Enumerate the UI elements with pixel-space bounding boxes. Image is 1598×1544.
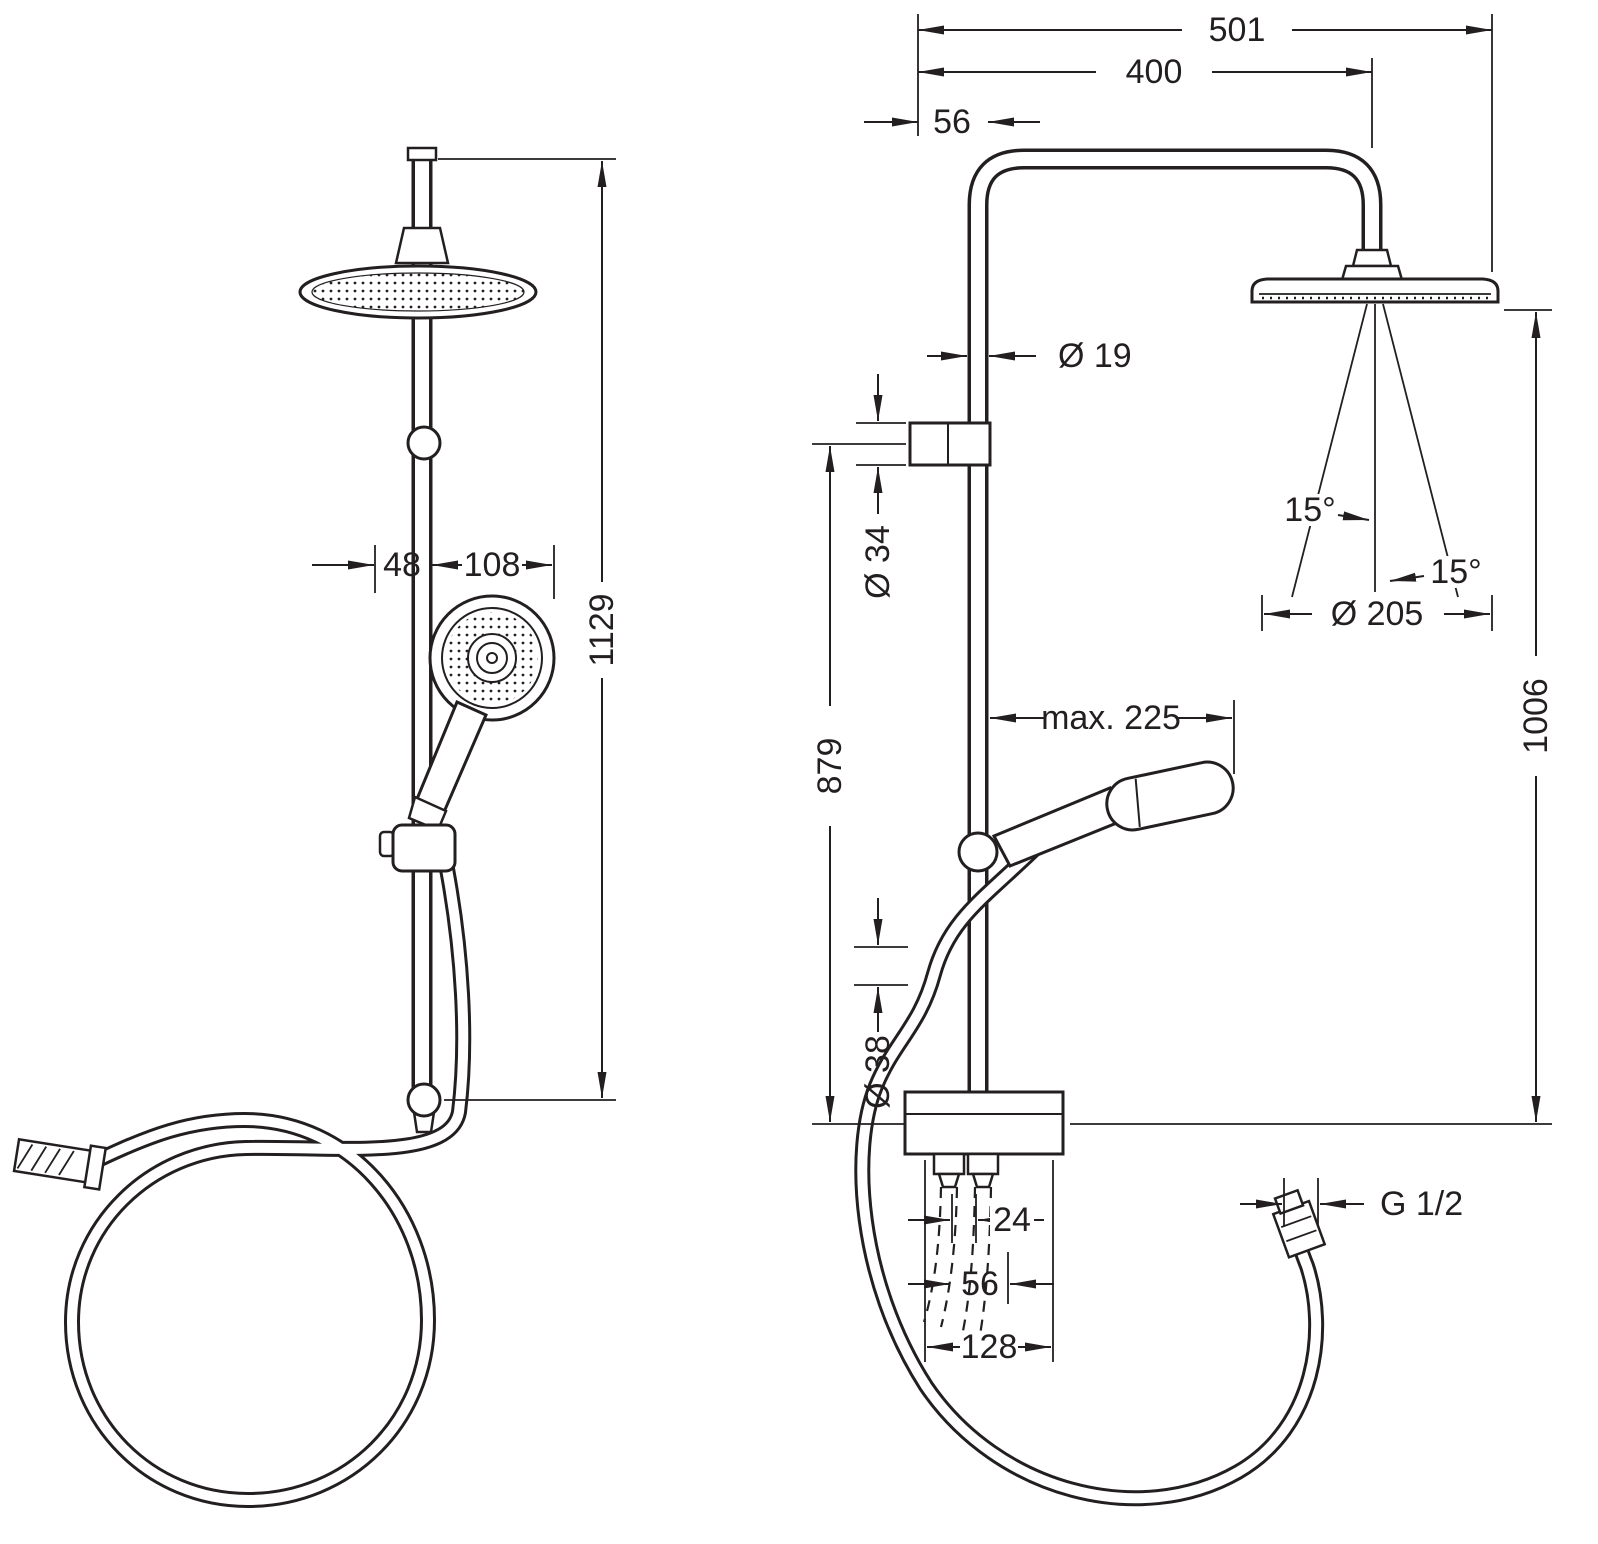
dim-24-label: 24 (993, 1201, 1031, 1239)
upper-joint-front (406, 425, 442, 461)
hand-shower-holder-front (378, 823, 457, 873)
hose-end-fitting-front (12, 1137, 108, 1191)
dim-d34: Ø 34 (856, 374, 906, 599)
dim-48-label: 48 (383, 546, 421, 584)
dim-879-label: 879 (811, 738, 849, 795)
dim-1006: 1006 (1070, 309, 1555, 1125)
dim-g12-label: G 1/2 (1380, 1185, 1463, 1223)
lower-joint-front (406, 1082, 442, 1134)
dim-max-225-label: max. 225 (1041, 699, 1181, 737)
hidden-hose-lines (922, 1186, 993, 1336)
head-cone-nut-front (394, 226, 450, 265)
hand-shower-side (957, 760, 1235, 873)
dim-48-108: 48 108 (312, 545, 555, 599)
dim-400-label: 400 (1126, 53, 1183, 91)
dim-15-left-label: 15° (1284, 491, 1335, 529)
dim-d205: Ø 205 (1261, 595, 1493, 633)
hand-shower-handle-side (991, 786, 1126, 868)
dim-d19-label: Ø 19 (1058, 337, 1132, 375)
dim-d38: Ø 38 (854, 898, 908, 1109)
head-nut-side (1351, 248, 1393, 268)
dim-24: 24 (908, 1194, 1044, 1243)
dim-400: 400 (918, 53, 1373, 148)
hand-shower-head-side (1105, 760, 1235, 832)
holder-joint-side (957, 831, 999, 873)
dim-15-right-label: 15° (1430, 553, 1481, 591)
front-view: 1129 48 108 (12, 146, 621, 1509)
spray-angle-lines (1291, 303, 1459, 598)
dim-d205-label: Ø 205 (1331, 595, 1424, 633)
side-view: 501 400 56 Ø 19 Ø 34 (811, 11, 1555, 1507)
dim-501-label: 501 (1209, 11, 1266, 49)
overhead-shower-side (1250, 248, 1500, 304)
pipe-top-cap (406, 146, 438, 162)
hand-shower-front (407, 594, 556, 832)
dim-108-label: 108 (464, 546, 521, 584)
dim-1129: 1129 (438, 158, 621, 1101)
dim-angle-right: 15° (1389, 553, 1488, 591)
shower-hose-front (63, 861, 472, 1509)
dim-56-bottom: 56 (908, 1252, 1054, 1304)
dim-max-225: max. 225 (990, 699, 1235, 774)
shower-hose-side (854, 830, 1325, 1507)
dim-501: 501 (917, 11, 1493, 272)
dim-56-top-label: 56 (933, 103, 971, 141)
spray-face-front (311, 272, 525, 312)
dim-1006-label: 1006 (1517, 678, 1555, 754)
dim-128-label: 128 (961, 1328, 1018, 1366)
dim-angle-left: 15° (1280, 491, 1370, 529)
dim-d38-label: Ø 38 (859, 1035, 897, 1109)
dim-d19: Ø 19 (927, 337, 1132, 375)
hose-connector-right (966, 1152, 1000, 1176)
hose-end-fitting-side (1271, 1188, 1327, 1259)
dim-879: 879 (811, 443, 906, 1125)
dim-128: 128 (924, 1160, 1054, 1366)
dim-56-bottom-label: 56 (961, 1265, 999, 1303)
dim-d34-label: Ø 34 (859, 525, 897, 599)
connection-body-side (903, 1090, 1065, 1189)
hose-connector-left (932, 1152, 966, 1176)
wall-bracket-side (908, 421, 992, 467)
dim-1129-label: 1129 (583, 593, 621, 666)
riser-pipe-and-arm-side (967, 148, 1383, 1098)
dim-56-top: 56 (864, 103, 1040, 141)
dim-g12: G 1/2 (1240, 1178, 1463, 1226)
overhead-shower-front (298, 264, 538, 320)
